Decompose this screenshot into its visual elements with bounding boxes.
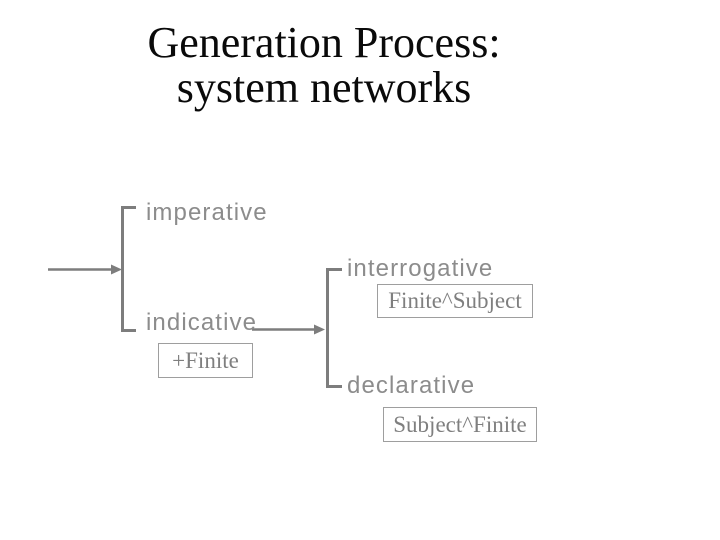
option-label-imperative: imperative: [146, 199, 268, 226]
realization-box-finite-subject: Finite^Subject: [377, 284, 533, 318]
realization-box-plus-finite: +Finite: [158, 343, 253, 378]
realization-box-subject-finite: Subject^Finite: [383, 407, 537, 442]
slide-title: Generation Process: system networks: [0, 20, 648, 110]
option-label-indicative: indicative: [146, 309, 258, 336]
slide-title-line1: Generation Process:: [147, 18, 501, 67]
option-label-interrogative: interrogative: [347, 255, 494, 282]
entry-arrowhead-icon: [111, 264, 122, 275]
mood-system-bracket: [121, 206, 136, 332]
indicative-system-bracket: [326, 268, 342, 388]
slide-title-line2: system networks: [176, 63, 472, 112]
option-label-declarative: declarative: [347, 372, 476, 399]
indicative-arrowhead-icon: [314, 324, 325, 335]
